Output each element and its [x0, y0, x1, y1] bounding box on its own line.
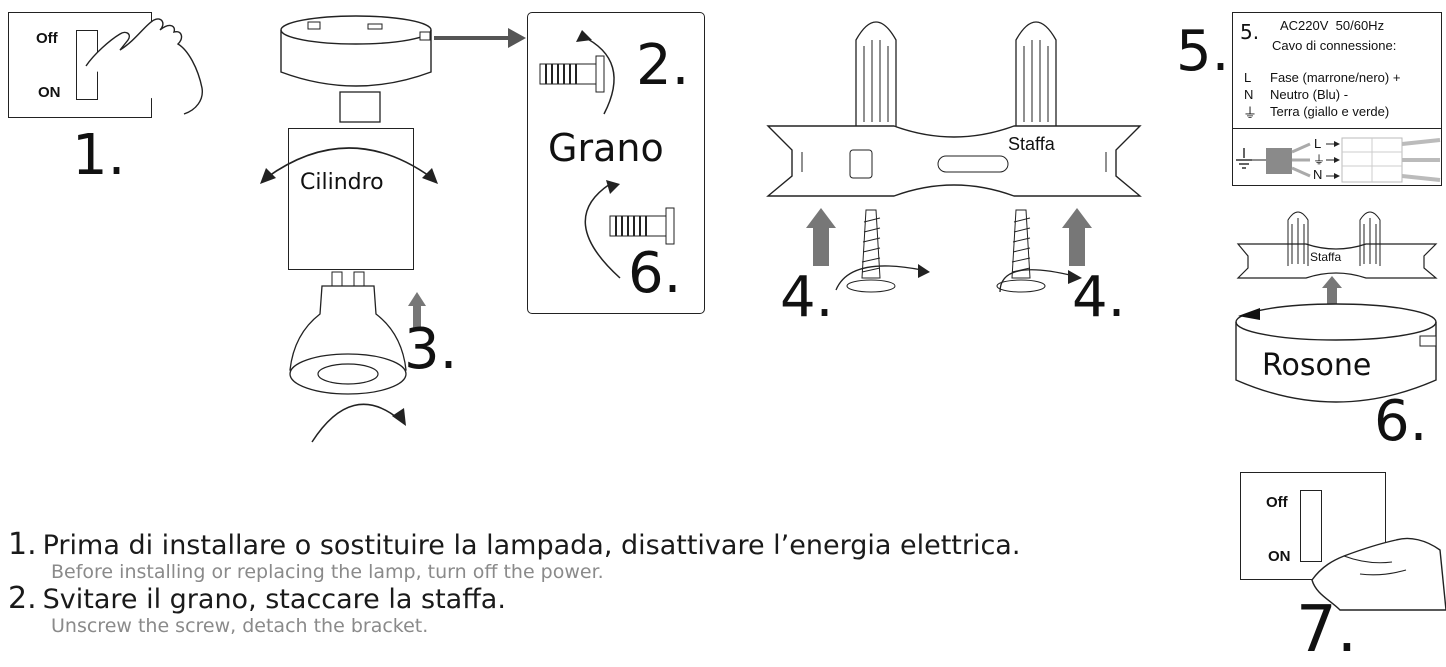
wiring-box	[1232, 12, 1442, 186]
wire-text-l: Fase (marrone/nero) +	[1270, 70, 1401, 85]
step6-number-grano: 6.	[628, 241, 682, 306]
step-2-italian-text: Svitare il grano, staccare la staffa.	[42, 584, 506, 615]
rosone-label: Rosone	[1262, 348, 1372, 383]
step2-number: 2.	[636, 33, 690, 98]
voltage-text: AC220V 50/60Hz	[1280, 18, 1385, 33]
step-2-item: 2.Svitare il grano, staccare la staffa. …	[8, 584, 506, 638]
cylinder-body	[288, 128, 414, 270]
staffa-label: Staffa	[1008, 134, 1055, 154]
off-label-7: Off	[1266, 494, 1288, 511]
rosone-ring	[1235, 303, 1437, 403]
box-number: 5.	[1240, 20, 1260, 44]
screw-out-icon	[539, 30, 615, 115]
wire-symbol-n: N	[1244, 87, 1254, 102]
on-label-7: ON	[1268, 548, 1291, 565]
terminal-n-label: N	[1313, 167, 1323, 182]
screw-in-icon	[584, 180, 675, 279]
screw-right	[996, 209, 1082, 293]
step4-number-right: 4.	[1072, 265, 1126, 330]
terminal-earth-icon: ⏚	[1313, 153, 1326, 167]
up-arrow-left	[806, 208, 836, 266]
rotate-arrow	[260, 147, 438, 184]
step-1-english: Before installing or replacing the lamp,…	[51, 561, 604, 583]
hand-icon	[85, 18, 203, 115]
terminal-l-label: L	[1314, 136, 1322, 151]
earth-icon: ⏚	[1243, 105, 1257, 121]
wire-text-e: Terra (giallo e verde)	[1270, 104, 1390, 119]
grano-box	[527, 12, 705, 314]
ceiling-canopy	[280, 15, 432, 123]
step-1-italian-text: Prima di installare o sostituire la lamp…	[42, 530, 1021, 561]
step5-number: 5.	[1176, 19, 1230, 84]
step-2-italian: 2.Svitare il grano, staccare la staffa.	[8, 584, 506, 615]
grano-label: Grano	[548, 126, 664, 170]
wire-text-n: Neutro (Blu) -	[1270, 87, 1349, 102]
terminal-block-diagram	[1236, 137, 1441, 183]
mounted-bracket	[1236, 211, 1438, 279]
step-1-item: 1.Prima di installare o sostituire la la…	[8, 530, 1020, 584]
up-arrow-right	[1062, 208, 1092, 266]
gu10-bulb	[289, 271, 407, 443]
staffa-small-label: Staffa	[1310, 250, 1342, 264]
step7-number: 7.	[1296, 593, 1358, 667]
off-label: Off	[36, 30, 58, 47]
step4-number-left: 4.	[780, 265, 834, 330]
step-2-number: 2.	[8, 581, 37, 616]
bracket-plate	[766, 125, 1142, 197]
on-label: ON	[38, 84, 61, 101]
step1-number: 1.	[72, 123, 126, 188]
switch-rocker-7	[1300, 490, 1322, 562]
cylinder-label: Cilindro	[300, 170, 384, 195]
screw-left	[835, 209, 930, 293]
cable-text: Cavo di connessione:	[1272, 38, 1397, 53]
wiring-divider	[1232, 128, 1442, 129]
up-arrow-small	[408, 292, 426, 328]
step6-number: 6.	[1374, 389, 1428, 454]
wall-plugs	[855, 21, 1057, 128]
step3-number: 3.	[404, 317, 458, 382]
screw-arrow	[419, 28, 526, 48]
step-1-italian: 1.Prima di installare o sostituire la la…	[8, 530, 1020, 561]
step-2-english: Unscrew the screw, detach the bracket.	[51, 615, 429, 637]
step-1-number: 1.	[8, 527, 37, 562]
hand-icon-7	[1311, 537, 1446, 611]
up-arrow-rosone	[1322, 276, 1342, 306]
wire-symbol-l: L	[1244, 70, 1252, 85]
